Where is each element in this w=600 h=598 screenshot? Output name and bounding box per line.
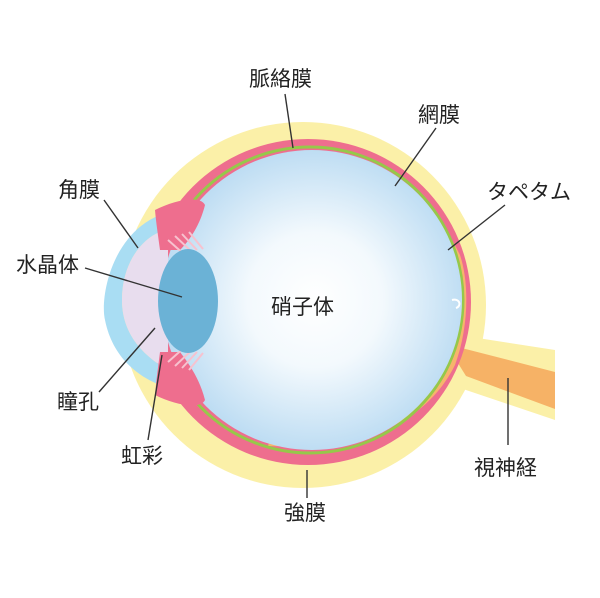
label-sclera: 強膜: [284, 501, 326, 525]
label-pupil: 瞳孔: [57, 390, 99, 414]
label-iris: 虹彩: [121, 444, 163, 468]
label-lens: 水晶体: [16, 253, 79, 277]
leader-lines: [84, 93, 509, 498]
optic-disc: [451, 298, 461, 309]
label-cornea: 角膜: [58, 178, 100, 202]
label-tapetum: タペタム: [487, 180, 571, 204]
label-vitreous: 硝子体: [271, 295, 334, 319]
cornea: [103, 215, 160, 385]
anterior-chamber: [122, 232, 168, 365]
label-choroid: 脈絡膜: [249, 67, 312, 91]
iris-upper: [155, 199, 205, 250]
vitreous-body: [162, 150, 462, 450]
iris-lower: [155, 352, 205, 406]
zonule-fibres: [167, 231, 204, 371]
lens: [158, 249, 218, 353]
optic-nerve: [446, 344, 555, 409]
label-retina: 網膜: [418, 103, 460, 127]
label-optic-nerve: 視神経: [474, 456, 537, 480]
